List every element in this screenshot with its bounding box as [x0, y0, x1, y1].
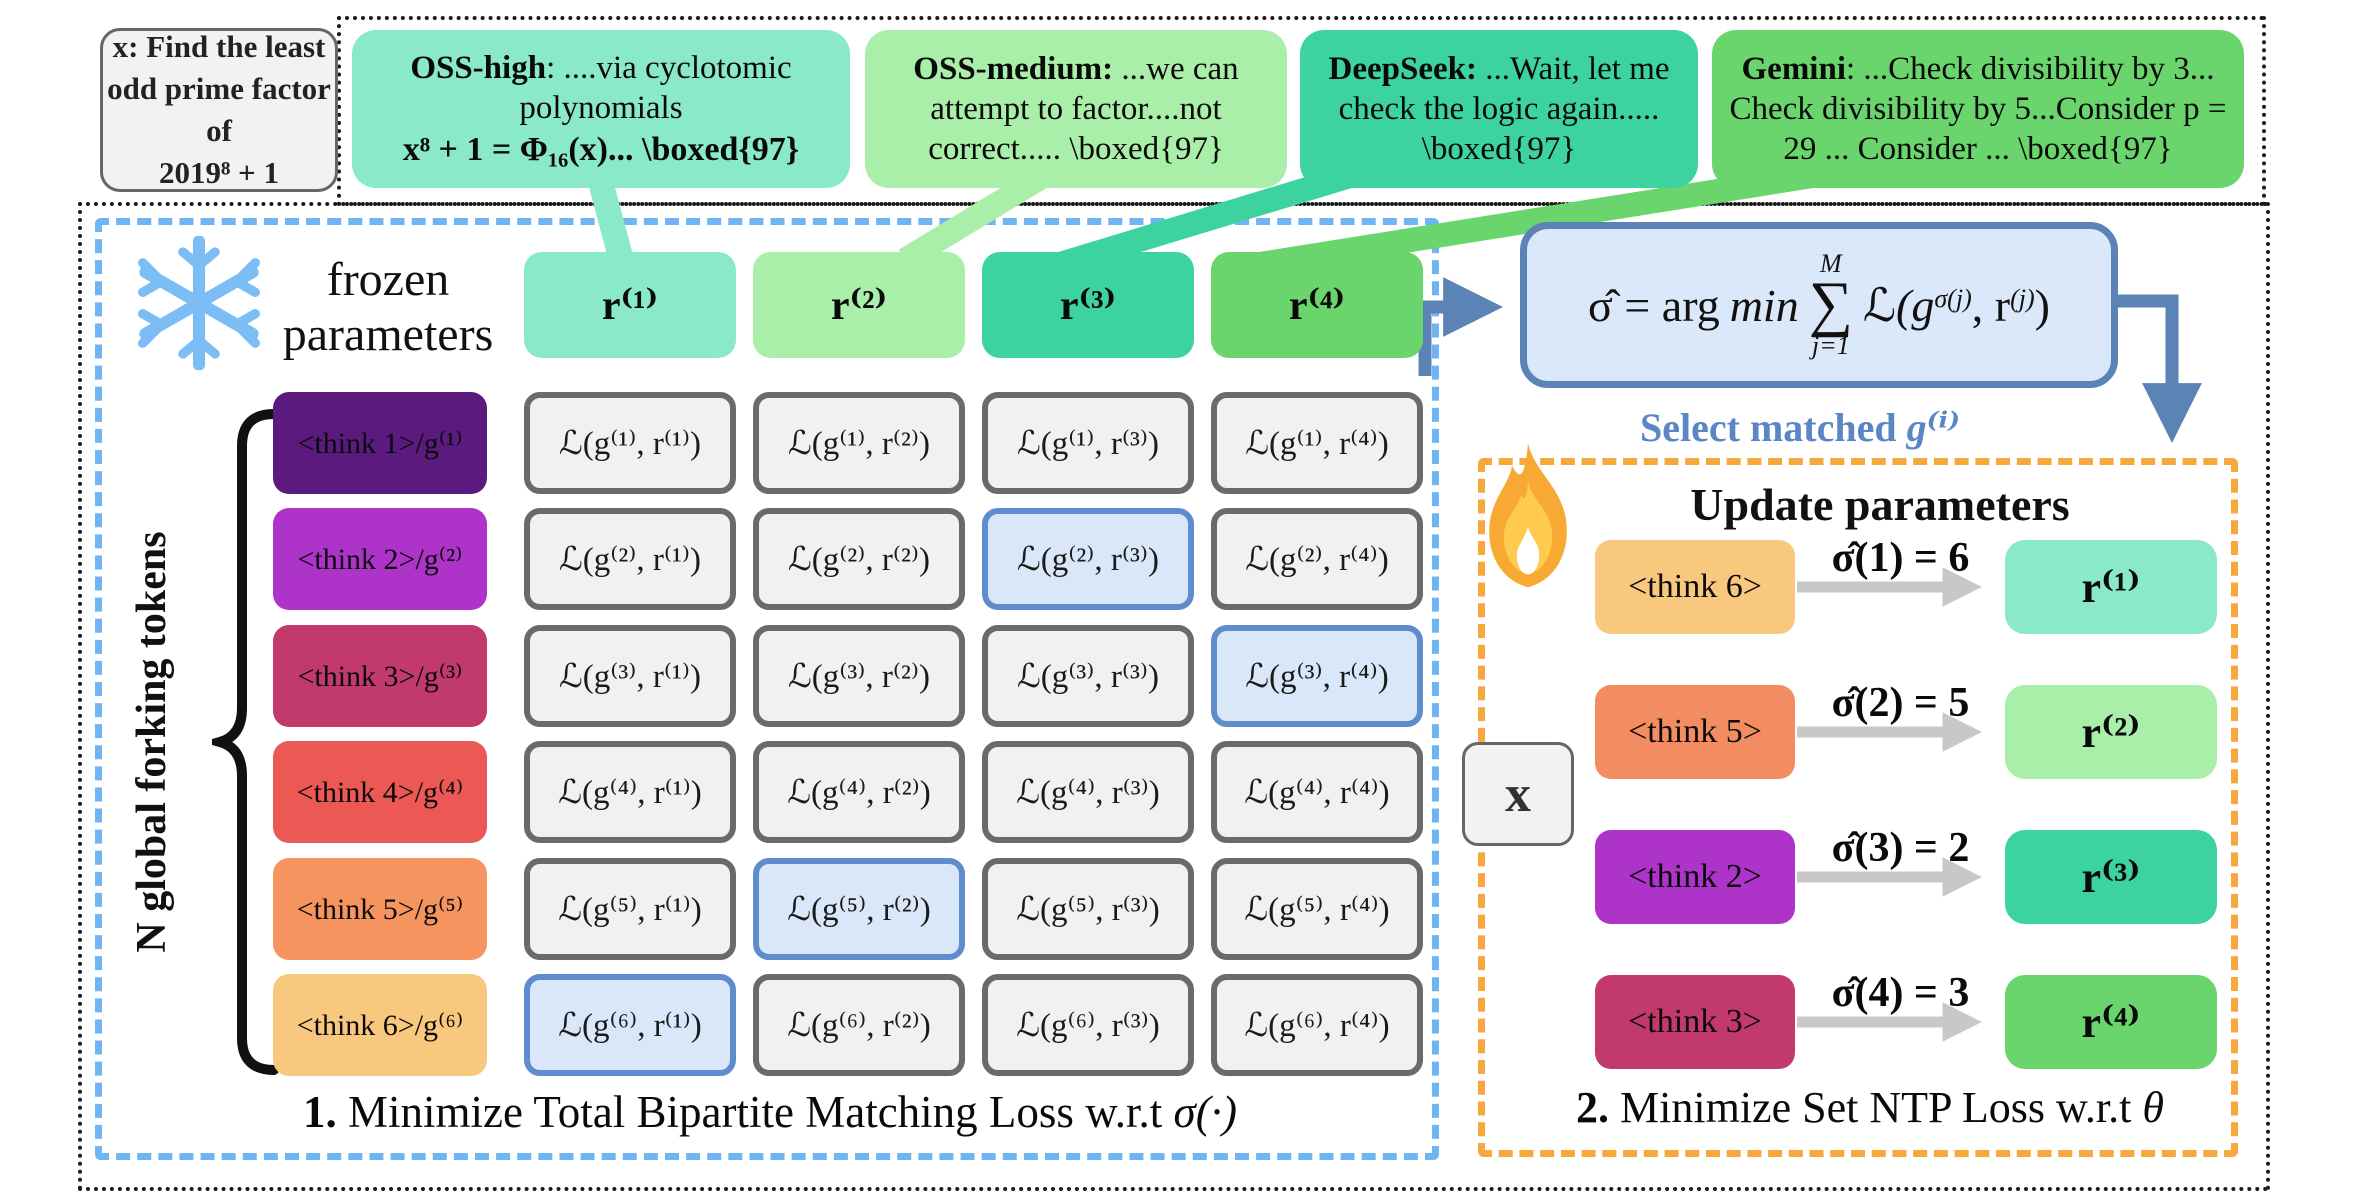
caption-number: 2.: [1576, 1083, 1610, 1132]
caption-text: Minimize Set NTP Loss w.r.t: [1609, 1083, 2143, 1132]
reference-header-r3: r⁽³⁾: [982, 252, 1194, 358]
response-math-line: x⁸ + 1 = Φ₁₆(x)... \boxed{97}: [402, 130, 800, 168]
loss-cell-g6-r1: ℒ(g⁽⁶⁾, r⁽¹⁾): [524, 974, 736, 1076]
update-reference-chip-1: r⁽¹⁾: [2005, 540, 2217, 634]
response-model-name: OSS-high: [410, 50, 547, 87]
sigma-assignment-label-2: σ̂(2) = 5: [1831, 680, 1970, 726]
loss-open: ℒ(g: [1862, 280, 1935, 331]
response-text: Gemini: ...Check divisibility by 3... Ch…: [1729, 50, 2227, 168]
loss-cell-g3-r3: ℒ(g⁽³⁾, r⁽³⁾): [982, 625, 1194, 727]
caption-math: θ: [2142, 1083, 2164, 1132]
prompt-line: odd prime factor of: [107, 71, 331, 148]
x-input-box: x: [1462, 742, 1574, 846]
response-bubble: Gemini: ...Check divisibility by 3... Ch…: [1712, 30, 2244, 188]
loss-cell-g1-r2: ℒ(g⁽¹⁾, r⁽²⁾): [753, 392, 965, 494]
response-text: DeepSeek: ...Wait, let me check the logi…: [1328, 50, 1670, 168]
loss-cell-g6-r2: ℒ(g⁽⁶⁾, r⁽²⁾): [753, 974, 965, 1076]
update-think-chip-2: <think 5>: [1595, 685, 1795, 779]
row-group-brace: [212, 409, 279, 1075]
loss-cell-g4-r3: ℒ(g⁽⁴⁾, r⁽³⁾): [982, 741, 1194, 843]
think-token-row2: <think 2>/g⁽²⁾: [273, 508, 487, 610]
formula-lhs: σ̂ = arg: [1588, 279, 1720, 331]
loss-cell-g3-r4: ℒ(g⁽³⁾, r⁽⁴⁾): [1211, 625, 1423, 727]
response-bubble: OSS-medium: ...we can attempt to factor.…: [865, 30, 1287, 188]
reference-header-r1: r⁽¹⁾: [524, 252, 736, 358]
loss-cell-g2-r2: ℒ(g⁽²⁾, r⁽²⁾): [753, 508, 965, 610]
select-matched-math: g⁽ⁱ⁾: [1906, 405, 1960, 450]
think-token-row1: <think 1>/g⁽¹⁾: [273, 392, 487, 494]
loss-cell-g2-r1: ℒ(g⁽²⁾, r⁽¹⁾): [524, 508, 736, 610]
sigma-assignment-label-3: σ̂(3) = 2: [1831, 825, 1970, 871]
loss-cell-g6-r4: ℒ(g⁽⁶⁾, r⁽⁴⁾): [1211, 974, 1423, 1076]
update-think-chip-4: <think 3>: [1595, 975, 1795, 1069]
prompt-line: x: Find the least: [112, 29, 326, 65]
think-token-row4: <think 4>/g⁽⁴⁾: [273, 741, 487, 843]
bipartite-matching-panel: [95, 218, 1439, 1160]
fire-icon: [1489, 443, 1567, 588]
select-matched-text: Select matched: [1640, 405, 1907, 450]
think-token-row6: <think 6>/g⁽⁶⁾: [273, 974, 487, 1076]
snowflake-icon: [138, 236, 260, 370]
loss-cell-g3-r2: ℒ(g⁽³⁾, r⁽²⁾): [753, 625, 965, 727]
update-reference-chip-4: r⁽⁴⁾: [2005, 975, 2217, 1069]
caption-ntp-loss: 2. Minimize Set NTP Loss w.r.t θ: [1520, 1082, 2220, 1133]
sum-lower: j=1: [1811, 330, 1850, 360]
loss-cell-g1-r4: ℒ(g⁽¹⁾, r⁽⁴⁾): [1211, 392, 1423, 494]
response-bubble: DeepSeek: ...Wait, let me check the logi…: [1300, 30, 1698, 188]
loss-cell-g4-r4: ℒ(g⁽⁴⁾, r⁽⁴⁾): [1211, 741, 1423, 843]
response-model-name: Gemini: [1741, 50, 1847, 87]
forking-tokens-label: N global forking tokens: [129, 531, 175, 953]
loss-comma: , r: [1971, 280, 2011, 331]
loss-close: ): [2034, 280, 2050, 331]
formula-lhs-italic: min: [1729, 279, 1799, 331]
response-text: OSS-high: ....via cyclotomic polynomials: [410, 50, 792, 127]
reference-header-r2: r⁽²⁾: [753, 252, 965, 358]
response-bubble: OSS-high: ....via cyclotomic polynomials…: [352, 30, 850, 188]
frozen-parameters-label: frozen parameters: [282, 253, 494, 362]
response-model-name: DeepSeek:: [1328, 50, 1477, 87]
update-reference-chip-3: r⁽³⁾: [2005, 830, 2217, 924]
update-reference-chip-2: r⁽²⁾: [2005, 685, 2217, 779]
loss-cell-g4-r1: ℒ(g⁽⁴⁾, r⁽¹⁾): [524, 741, 736, 843]
response-text: OSS-medium: ...we can attempt to factor.…: [913, 50, 1239, 168]
loss-cell-g4-r2: ℒ(g⁽⁴⁾, r⁽²⁾): [753, 741, 965, 843]
select-matched-label: Select matched g⁽ⁱ⁾: [1500, 404, 2100, 451]
summation-symbol: M ∑ j=1: [1809, 251, 1853, 359]
prompt-line: 2019⁸ + 1: [159, 154, 279, 190]
sigma-assignment-label-1: σ̂(1) = 6: [1831, 535, 1970, 581]
reference-header-r4: r⁽⁴⁾: [1211, 252, 1423, 358]
formula-loss-term: ℒ(gσ(j), r(j)): [1863, 278, 2050, 332]
loss-cell-g6-r3: ℒ(g⁽⁶⁾, r⁽³⁾): [982, 974, 1194, 1076]
update-think-chip-3: <think 2>: [1595, 830, 1795, 924]
loss-cell-g2-r4: ℒ(g⁽²⁾, r⁽⁴⁾): [1211, 508, 1423, 610]
prompt-box: x: Find the least odd prime factor of 20…: [100, 28, 338, 192]
sigma-assignment-label-4: σ̂(4) = 3: [1831, 970, 1970, 1016]
update-think-chip-1: <think 6>: [1595, 540, 1795, 634]
loss-cell-g1-r3: ℒ(g⁽¹⁾, r⁽³⁾): [982, 392, 1194, 494]
loss-sup2: (j): [2010, 284, 2035, 313]
caption-bipartite-loss: 1. Minimize Total Bipartite Matching Los…: [240, 1086, 1300, 1138]
loss-cell-g1-r1: ℒ(g⁽¹⁾, r⁽¹⁾): [524, 392, 736, 494]
sum-sigma: ∑: [1808, 270, 1853, 339]
response-model-name: OSS-medium:: [913, 50, 1114, 87]
loss-sup1: σ(j): [1934, 284, 1972, 313]
caption-math: σ(·): [1173, 1087, 1237, 1137]
caption-text: Minimize Total Bipartite Matching Loss w…: [336, 1087, 1174, 1137]
loss-cell-g3-r1: ℒ(g⁽³⁾, r⁽¹⁾): [524, 625, 736, 727]
loss-cell-g2-r3: ℒ(g⁽²⁾, r⁽³⁾): [982, 508, 1194, 610]
loss-cell-g5-r4: ℒ(g⁽⁵⁾, r⁽⁴⁾): [1211, 858, 1423, 960]
think-token-row5: <think 5>/g⁽⁵⁾: [273, 858, 487, 960]
update-parameters-title: Update parameters: [1690, 479, 2070, 530]
loss-cell-g5-r1: ℒ(g⁽⁵⁾, r⁽¹⁾): [524, 858, 736, 960]
caption-number: 1.: [303, 1087, 337, 1137]
loss-cell-g5-r3: ℒ(g⁽⁵⁾, r⁽³⁾): [982, 858, 1194, 960]
x-label: x: [1505, 765, 1531, 823]
loss-cell-g5-r2: ℒ(g⁽⁵⁾, r⁽²⁾): [753, 858, 965, 960]
think-token-row3: <think 3>/g⁽³⁾: [273, 625, 487, 727]
